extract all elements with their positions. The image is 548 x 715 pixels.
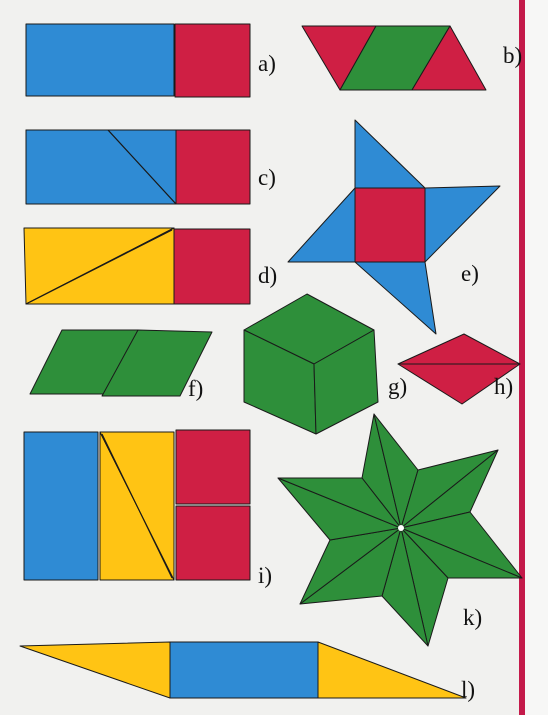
label-a: a) bbox=[258, 51, 276, 76]
red-square bbox=[354, 187, 426, 263]
label-c: c) bbox=[258, 165, 276, 190]
figure-f bbox=[29, 329, 213, 397]
label-k: k) bbox=[463, 605, 483, 630]
red-board-edge bbox=[519, 0, 525, 715]
red-triangle-top bbox=[397, 333, 521, 365]
green-parallelogram-right bbox=[101, 329, 213, 397]
seam-line bbox=[101, 433, 173, 579]
red-triangle-right bbox=[411, 25, 487, 91]
label-l: l) bbox=[461, 677, 476, 702]
blue-triangle-right bbox=[424, 185, 501, 263]
figure-l bbox=[19, 641, 467, 699]
figure-a bbox=[25, 23, 251, 98]
label-h: h) bbox=[494, 374, 514, 399]
red-square bbox=[173, 228, 251, 305]
yellow-triangle-left bbox=[19, 641, 171, 699]
figure-g bbox=[243, 293, 379, 435]
blue-triangle-left bbox=[287, 187, 356, 263]
red-square bbox=[174, 23, 251, 98]
label-b: b) bbox=[503, 43, 523, 68]
red-triangle-bottom bbox=[397, 363, 521, 405]
seam-line bbox=[107, 129, 177, 205]
blue-triangle-bottom bbox=[354, 261, 437, 335]
board-margin bbox=[525, 0, 548, 715]
star-point-upper-left-b bbox=[277, 477, 402, 529]
label-d: d) bbox=[258, 263, 278, 288]
figure-i bbox=[23, 429, 251, 581]
blue-rectangle bbox=[25, 23, 175, 97]
figure-b bbox=[301, 25, 487, 91]
red-square-bottom bbox=[175, 505, 251, 581]
label-i: i) bbox=[258, 563, 273, 588]
label-g: g) bbox=[388, 374, 408, 399]
seam-line bbox=[29, 229, 173, 303]
figure-c bbox=[25, 129, 251, 205]
figure-h bbox=[397, 333, 521, 405]
label-e: e) bbox=[461, 261, 479, 286]
label-f: f) bbox=[188, 376, 204, 401]
green-rhombus-right bbox=[313, 329, 379, 435]
figure-k bbox=[277, 413, 523, 647]
blue-triangle-top bbox=[354, 119, 426, 189]
yellow-triangle-right bbox=[317, 641, 467, 699]
blue-rectangle bbox=[23, 431, 99, 581]
star-center bbox=[398, 525, 404, 531]
figure-e bbox=[287, 119, 501, 335]
figure-d bbox=[23, 227, 251, 305]
red-square bbox=[175, 129, 251, 205]
blue-rectangle bbox=[169, 641, 319, 699]
red-square-top bbox=[175, 429, 251, 505]
